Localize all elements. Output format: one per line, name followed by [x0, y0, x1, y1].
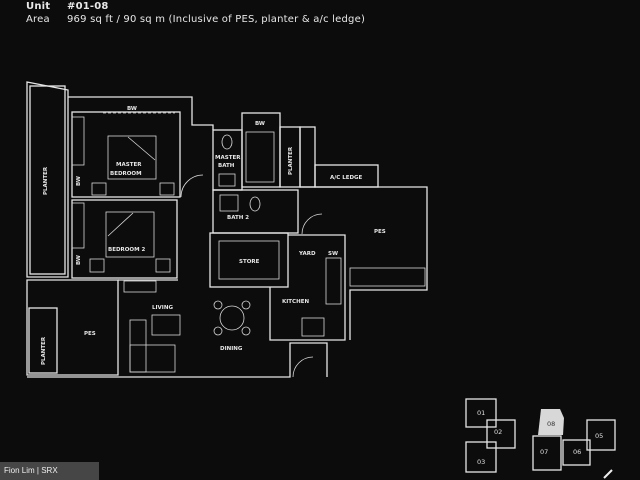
tv-console: [123, 280, 157, 293]
living-outer-walls: [27, 279, 328, 378]
label-pes: PES: [374, 229, 386, 235]
keyplan-label: 02: [494, 428, 502, 436]
label-planter: PLANTER: [41, 336, 47, 365]
label-bedroom-2: BEDROOM 2: [108, 247, 145, 253]
area-label: Area: [26, 14, 50, 25]
toilet-icon: [221, 134, 233, 150]
label-master-bath: BATH: [218, 163, 235, 169]
keyplan-label: 03: [477, 458, 485, 466]
store-inner: [218, 240, 280, 280]
label-bw: BW: [127, 106, 137, 112]
door-swing: [301, 213, 323, 235]
keyplan-label: 06: [573, 448, 581, 456]
kitchen-yard-outline: [269, 234, 346, 341]
entry-door-swing: [292, 356, 314, 378]
key-plan: 01 02 03 08 07 06 05: [465, 398, 616, 479]
label-bath-2: BATH 2: [227, 215, 249, 221]
label-bw: BW: [255, 121, 265, 127]
wardrobe: [71, 202, 85, 249]
unit-row: Unit #01-08: [26, 1, 109, 12]
pes-left-outline: [26, 279, 119, 376]
planter-left-outline: [26, 81, 69, 278]
dining-table: [219, 305, 245, 331]
keyplan-label: 08: [547, 420, 555, 428]
chair: [241, 300, 251, 310]
bed-line: [127, 136, 156, 161]
label-store: STORE: [239, 259, 260, 265]
label-kitchen: KITCHEN: [282, 299, 309, 305]
area-row: Area 969 sq ft / 90 sq m (Inclusive of PE…: [26, 14, 365, 25]
side-table: [159, 182, 175, 196]
side-table: [89, 258, 105, 273]
master-bed: [107, 135, 157, 180]
sofa: [129, 344, 176, 373]
north-arrow-icon: [603, 469, 613, 479]
sink-icon: [218, 173, 236, 187]
toilet-icon: [249, 196, 261, 212]
master-bedroom-outline: [71, 111, 181, 198]
keyplan-unit-01: [465, 398, 497, 428]
keyplan-unit-02: [486, 419, 516, 449]
chair: [213, 326, 223, 336]
bed-line: [107, 212, 134, 237]
label-planter: PLANTER: [43, 166, 49, 195]
keyplan-label: 07: [540, 448, 548, 456]
kitchen-counter: [325, 257, 342, 305]
coffee-table: [151, 314, 181, 336]
bath-2-outline: [212, 189, 299, 234]
keyplan-unit-06: [562, 439, 591, 466]
label-bw: BW: [76, 176, 82, 186]
label-bw: BW: [76, 255, 82, 265]
chair: [241, 326, 251, 336]
area-value: 969 sq ft / 90 sq m (Inclusive of PES, p…: [67, 14, 366, 25]
bathtub: [245, 131, 275, 183]
label-ac-ledge: A/C LEDGE: [330, 175, 363, 181]
room-labels: PLANTER BW MASTER BEDROOM BW BEDROOM 2 B…: [41, 106, 386, 365]
label-pes: PES: [84, 331, 96, 337]
keyplan-unit-03: [465, 441, 497, 473]
planter-lower: [28, 307, 58, 374]
keyplan-label: 05: [595, 432, 603, 440]
door-swing: [180, 174, 204, 198]
pes-ledge: [349, 267, 426, 287]
master-bedroom-top-wall: [68, 96, 214, 130]
label-master-bedroom: BEDROOM: [110, 171, 142, 177]
pes-right-outline: [300, 186, 428, 340]
label-master-bath: MASTER: [215, 155, 241, 161]
label-master-bedroom: MASTER: [116, 162, 142, 168]
side-table: [155, 258, 171, 273]
walls: [26, 81, 428, 378]
store-outline: [209, 232, 289, 288]
side-table: [91, 182, 107, 196]
label-dining: DINING: [220, 346, 243, 352]
stove-icon: [301, 317, 325, 337]
chair: [213, 300, 223, 310]
label-yard: YARD: [298, 251, 316, 257]
label-planter: PLANTER: [288, 146, 294, 175]
unit-label: Unit: [26, 1, 51, 12]
bedroom-2-bed: [105, 211, 155, 258]
planter-left-inner: [29, 85, 66, 275]
label-sw: SW: [328, 251, 338, 257]
label-living: LIVING: [152, 305, 173, 311]
unit-value: #01-08: [67, 1, 109, 12]
watermark: Fion Lim | SRX PROPERTY: [0, 462, 99, 480]
service-column: [299, 126, 316, 188]
keyplan-unit-08-highlight: [538, 409, 564, 435]
wardrobe: [71, 116, 85, 166]
keyplan-label: 01: [477, 409, 485, 417]
sofa: [129, 319, 147, 373]
keyplan-unit-07: [532, 435, 562, 471]
keyplan-unit-05: [586, 419, 616, 451]
sink-icon: [219, 194, 239, 212]
